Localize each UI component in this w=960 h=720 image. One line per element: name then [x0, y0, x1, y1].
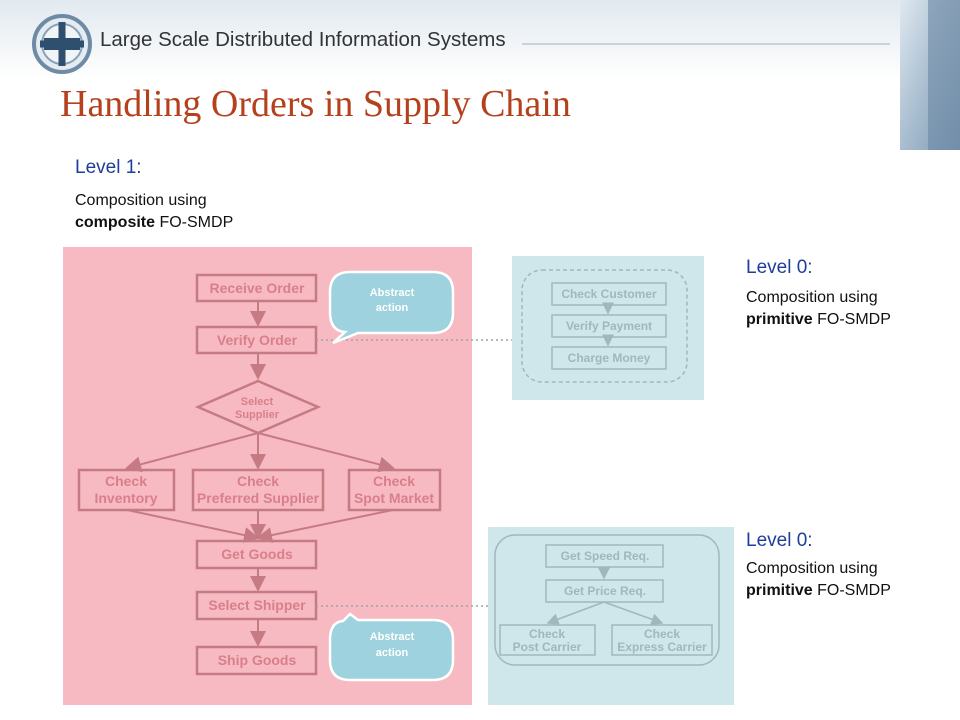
logo — [32, 14, 92, 74]
check-inventory-label-1: Check — [105, 473, 147, 489]
level0-bottom-heading: Level 0: — [746, 530, 813, 551]
level1-line2: composite FO-SMDP — [75, 212, 233, 234]
select-supplier-label-2: Supplier — [235, 409, 280, 421]
level0-bottom-container — [494, 534, 720, 666]
get-speed-label: Get Speed Req. — [561, 549, 650, 563]
express-carrier-label-2: Express Carrier — [617, 640, 707, 654]
select-supplier-label-1: Select — [241, 396, 274, 408]
level0-top-container — [521, 269, 688, 383]
level0-top-rest: FO-SMDP — [812, 311, 891, 328]
level0-top-panel — [512, 256, 704, 400]
level0-bottom-rest: FO-SMDP — [812, 582, 891, 599]
select-supplier-diamond — [194, 379, 322, 435]
check-preferred-label-1: Check — [237, 473, 279, 489]
abstract-action-callout-top: Abstract action — [328, 270, 455, 345]
ship-goods-label: Ship Goods — [218, 652, 297, 668]
callout-top-line1: Abstract — [370, 287, 415, 299]
level1-flow-connectors — [125, 300, 395, 647]
receive-order-label: Receive Order — [210, 280, 305, 296]
level0-top-heading: Level 0: — [746, 257, 813, 278]
header-title: Large Scale Distributed Information Syst… — [100, 28, 506, 51]
check-customer-label: Check Customer — [561, 287, 657, 301]
verify-order-label: Verify Order — [217, 332, 298, 348]
check-preferred-box — [191, 468, 325, 512]
level0-bottom-bold: primitive — [746, 582, 813, 599]
level0-bottom-panel — [488, 527, 734, 705]
level1-bold: composite — [75, 214, 156, 231]
callout-bottom-line1: Abstract — [370, 631, 415, 643]
check-spot-label-2: Spot Market — [354, 490, 434, 506]
level0-bottom-line2: primitive FO-SMDP — [746, 580, 891, 602]
abstract-action-callout-bottom: Abstract action — [328, 612, 455, 682]
post-carrier-label-2: Post Carrier — [513, 640, 582, 654]
get-goods-label: Get Goods — [221, 546, 293, 562]
get-price-label: Get Price Req. — [564, 584, 646, 598]
charge-money-label: Charge Money — [568, 351, 651, 365]
check-spot-label-1: Check — [373, 473, 415, 489]
level0-top-line1: Composition using — [746, 289, 878, 306]
check-inventory-box — [77, 468, 176, 512]
get-goods-box — [195, 539, 318, 570]
level1-heading: Level 1: — [75, 157, 142, 178]
post-carrier-label-1: Check — [529, 627, 565, 641]
express-carrier-label-1: Check — [644, 627, 680, 641]
check-preferred-label-2: Preferred Supplier — [197, 490, 320, 506]
header-photo — [900, 0, 960, 150]
level1-line1: Composition using — [75, 192, 207, 209]
check-inventory-label-2: Inventory — [94, 490, 157, 506]
level1-description: Composition using composite FO-SMDP — [75, 190, 233, 234]
receive-order-box — [195, 273, 318, 303]
level0-top-line2: primitive FO-SMDP — [746, 309, 891, 331]
callout-bottom-line2: action — [376, 647, 409, 659]
ship-goods-box — [195, 645, 318, 676]
callout-top-line2: action — [376, 302, 409, 314]
check-spot-box — [347, 468, 442, 512]
level0-top-description: Composition using primitive FO-SMDP — [746, 287, 891, 331]
level1-rest: FO-SMDP — [155, 214, 234, 231]
level0-bottom-description: Composition using primitive FO-SMDP — [746, 558, 891, 602]
verify-payment-label: Verify Payment — [566, 319, 652, 333]
select-shipper-label: Select Shipper — [208, 597, 306, 613]
slide-title: Handling Orders in Supply Chain — [60, 83, 571, 125]
post-carrier-box — [499, 624, 596, 656]
level0-top-bold: primitive — [746, 311, 813, 328]
level0-bottom-line1: Composition using — [746, 560, 878, 577]
charge-money-box — [551, 346, 667, 370]
